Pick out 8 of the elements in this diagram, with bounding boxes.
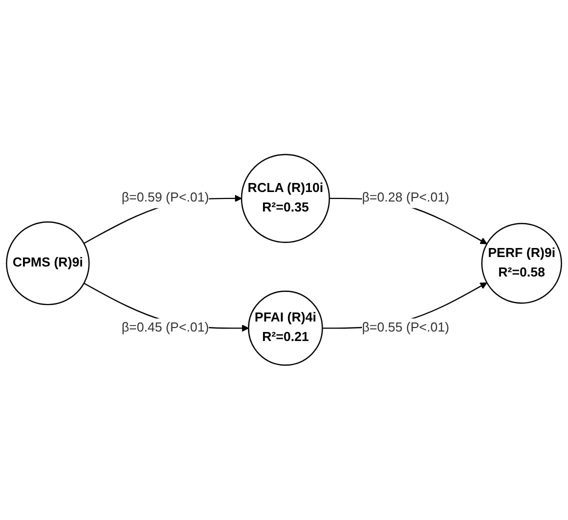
- node-circle: RCLA (R)10i R²=0.35: [240, 154, 330, 244]
- node-circle: PFAI (R)4i R²=0.21: [248, 290, 323, 366]
- edge-label: β=0.28 (P<.01): [362, 191, 450, 206]
- edge-label: β=0.45 (P<.01): [122, 321, 209, 335]
- edge-label: β=0.59 (P<.01): [122, 191, 209, 206]
- node-circle: PERF (R)9i R²=0.58: [481, 223, 562, 304]
- node-circle: CPMS (R)9i: [6, 222, 90, 306]
- edge-label: β=0.55 (P<.01): [362, 321, 450, 335]
